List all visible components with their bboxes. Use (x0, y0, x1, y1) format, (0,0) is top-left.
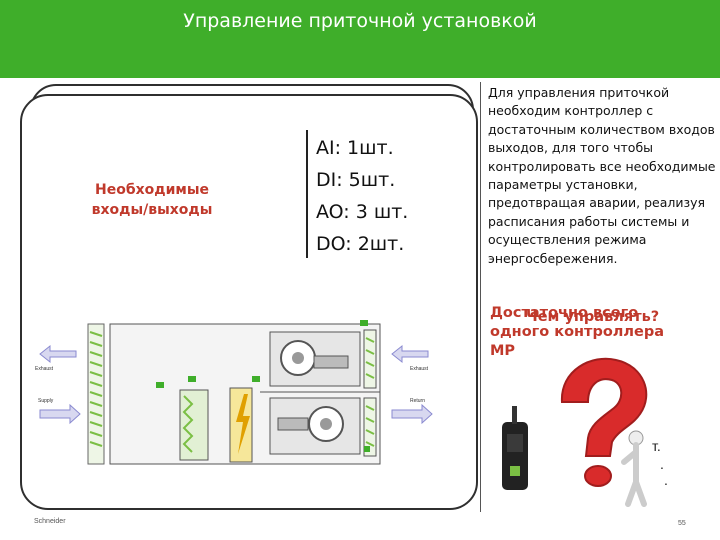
question-text: Достаточно всего одного контроллера МР (490, 304, 716, 361)
exhaust-left-arrow: Exhaust (35, 344, 77, 372)
io-do: DO: 2шт. (316, 233, 405, 255)
io-ao: AO: 3 шт. (316, 201, 409, 223)
question-line3: МР (490, 343, 516, 359)
return-right-label: Return (410, 398, 425, 404)
fragment-3: . (664, 472, 668, 488)
sensor-markers (156, 320, 370, 452)
fragment-2: . (660, 456, 664, 472)
question-line2: одного контроллера (490, 324, 665, 340)
io-list: AI: 1шт. DI: 5шт. AO: 3 шт. DO: 2шт. (316, 133, 408, 261)
exhaust-right-label: Exhaust (410, 366, 429, 372)
exhaust-left-label: Exhaust (35, 366, 54, 372)
io-label: Необходимые входы/выходы (62, 180, 242, 220)
question-overlay: Чем управлять? (526, 309, 660, 325)
question-line1: Достаточно всего (490, 305, 639, 321)
filter (179, 389, 209, 461)
io-di: DI: 5шт. (316, 169, 396, 191)
io-divider (306, 130, 308, 258)
fan-supply (269, 397, 361, 455)
exhaust-right-arrow: Exhaust (391, 344, 429, 372)
damper-louvers (89, 331, 103, 447)
description-text: Для управления приточкой необходим контр… (488, 85, 716, 266)
title-bar: Управление приточной установкой (0, 0, 720, 78)
controller-device (502, 406, 528, 490)
heater (229, 387, 253, 463)
io-label-line1: Необходимые (95, 182, 209, 198)
io-ai: AI: 1шт. (316, 137, 394, 159)
footer-company: Schneider (34, 518, 66, 525)
supply-left-label: Supply (38, 398, 54, 404)
io-label-line2: входы/выходы (91, 202, 213, 218)
ahu-diagram: Exhaust Supply (35, 320, 433, 465)
question-mark-figure (560, 357, 648, 507)
side-divider (480, 82, 481, 512)
fragment-1: т. (652, 438, 661, 454)
supply-left-arrow: Supply (38, 398, 81, 425)
footer-page-number: 55 (678, 520, 686, 527)
fan-exhaust (269, 331, 361, 387)
return-right-arrow: Return (391, 398, 433, 425)
page-title: Управление приточной установкой (183, 10, 537, 32)
